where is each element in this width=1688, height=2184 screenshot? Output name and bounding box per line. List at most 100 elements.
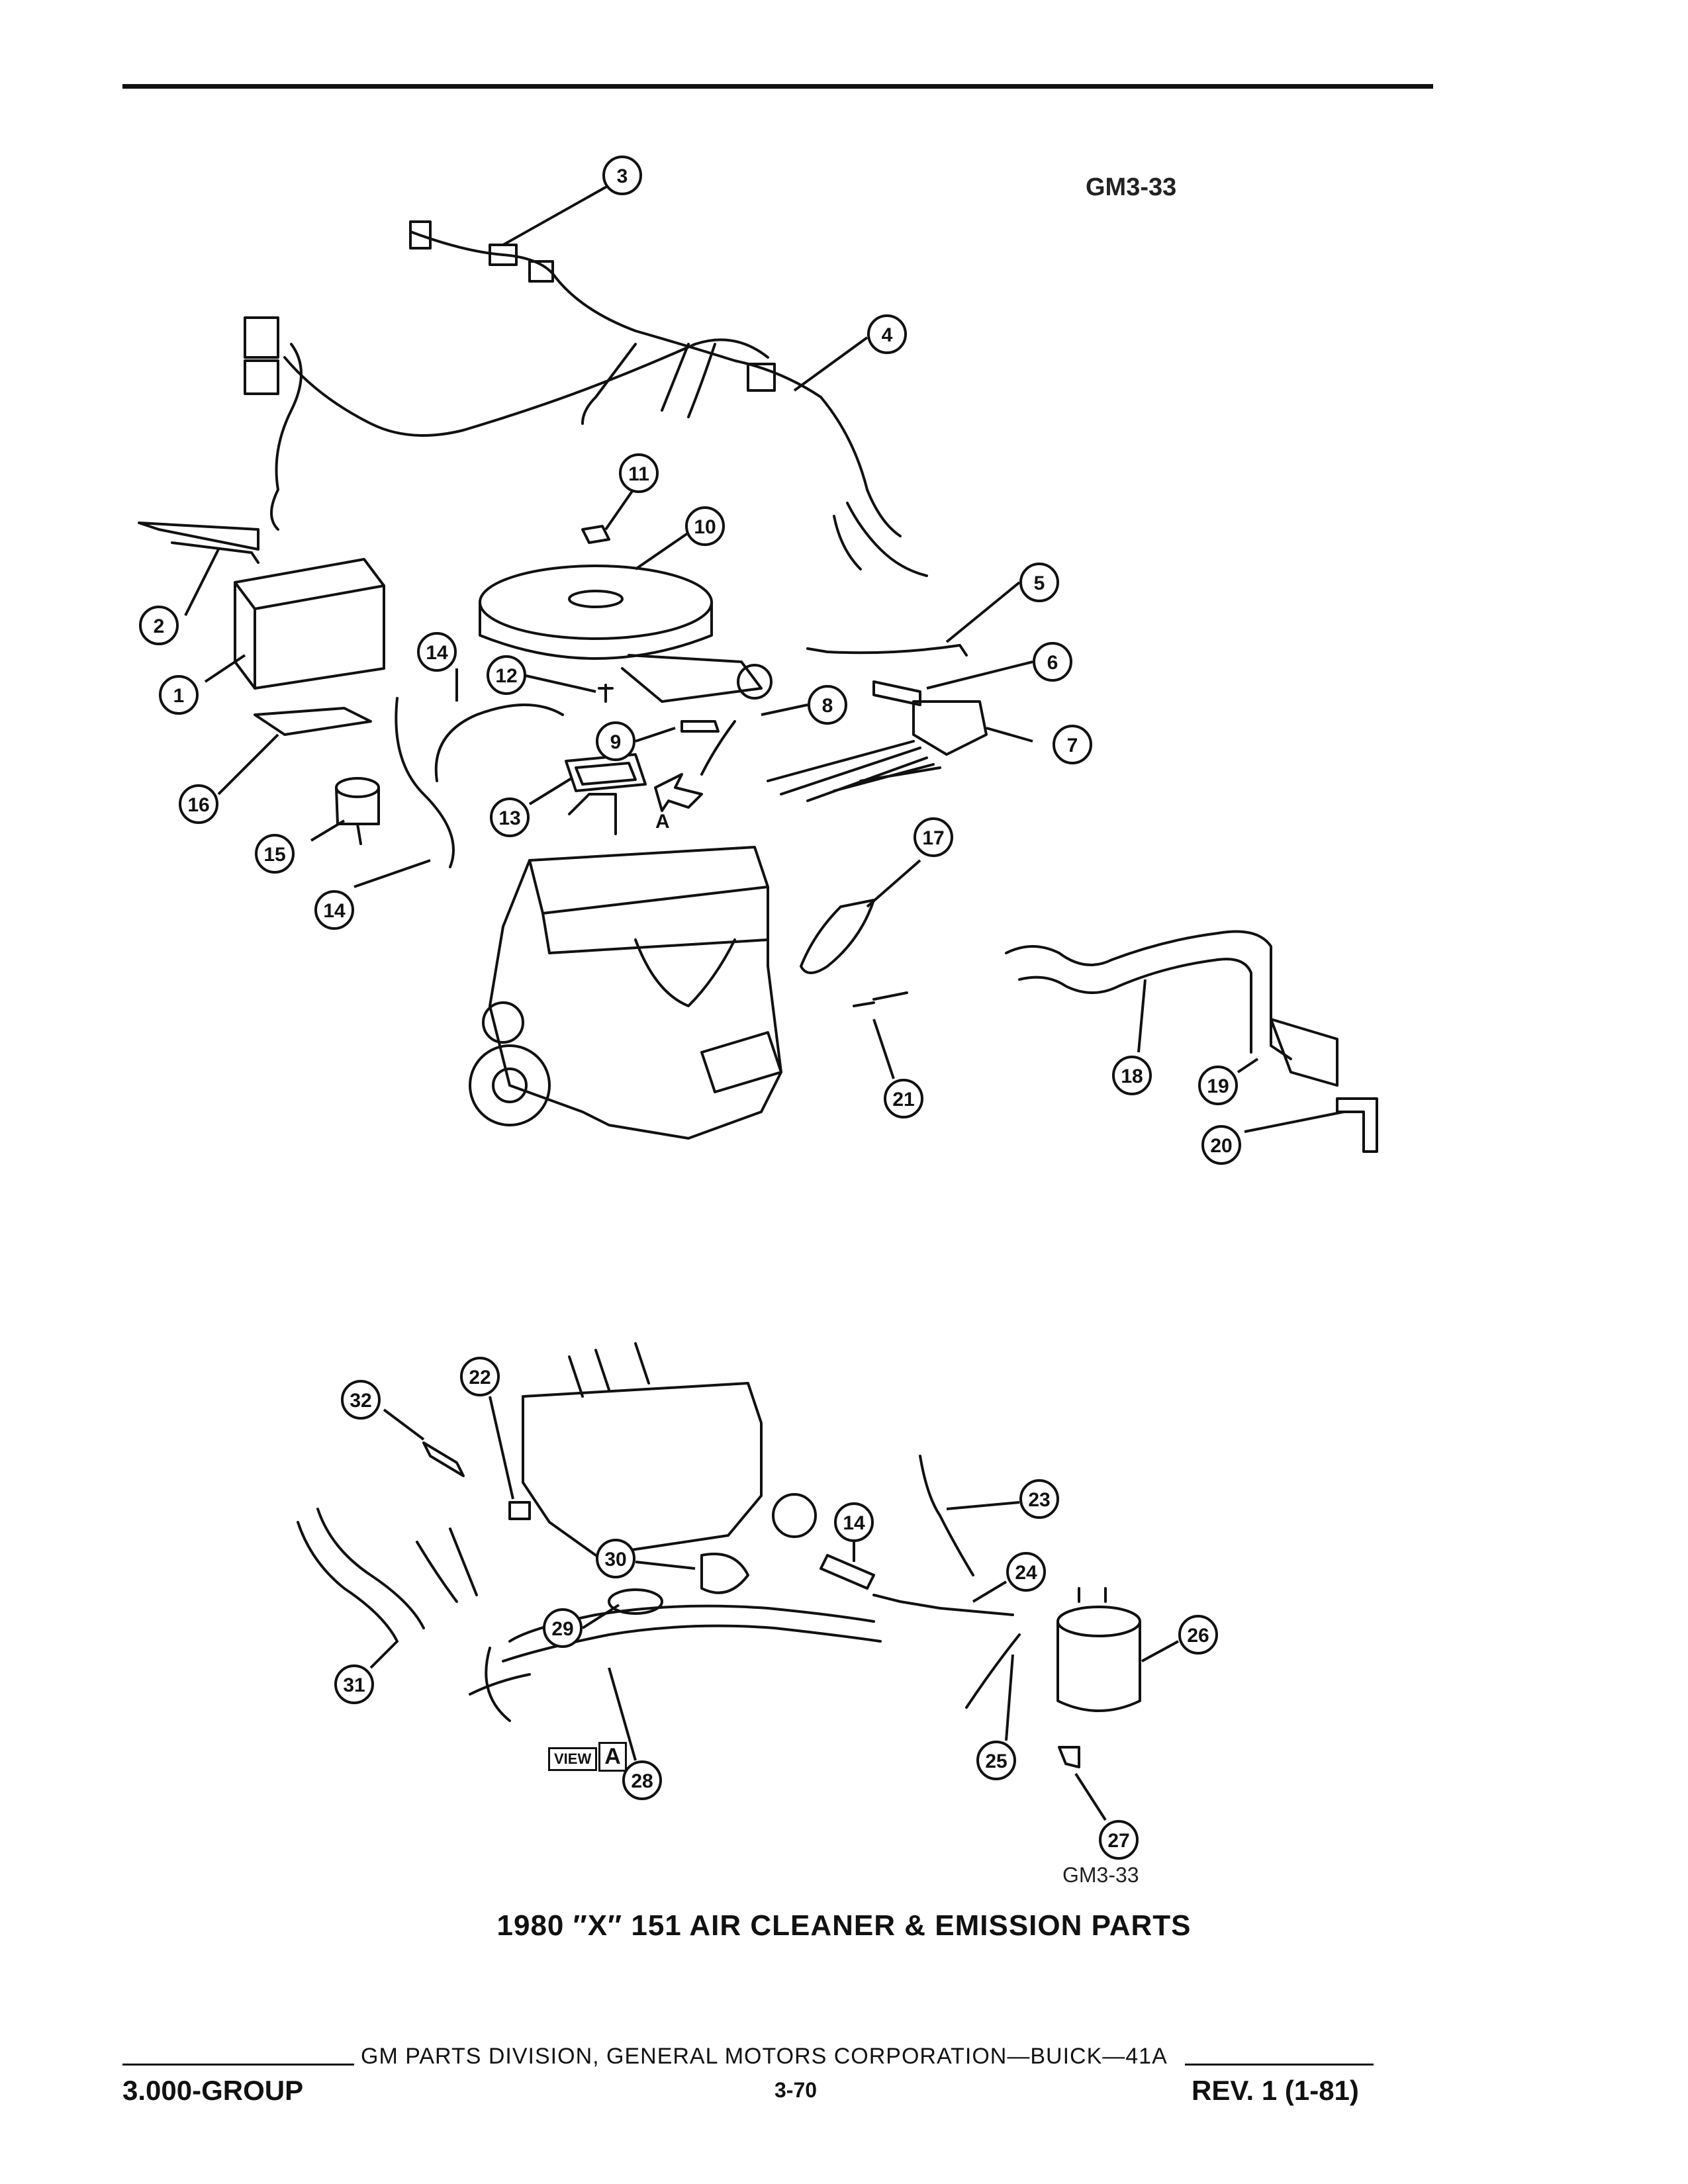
nut-11 <box>581 525 610 544</box>
clip-27 <box>1058 1746 1080 1768</box>
svg-text:15: 15 <box>263 844 285 866</box>
svg-text:31: 31 <box>343 1674 365 1696</box>
svg-text:6: 6 <box>1047 652 1058 674</box>
callout-14b: 14 <box>314 890 354 930</box>
svg-text:19: 19 <box>1207 1075 1229 1097</box>
line-24 <box>872 1594 1014 1616</box>
footer-rule-left <box>122 2064 354 2066</box>
svg-text:2: 2 <box>154 615 165 637</box>
canister-26 <box>1056 1587 1141 1712</box>
svg-text:28: 28 <box>631 1770 653 1792</box>
ecm-module <box>234 558 385 690</box>
gasket-13 <box>565 753 647 792</box>
svg-text:20: 20 <box>1210 1135 1232 1157</box>
svg-text:14: 14 <box>426 642 448 664</box>
callout-9: 9 <box>596 721 635 761</box>
svg-text:18: 18 <box>1121 1066 1143 1087</box>
hose-14-lower <box>820 1554 875 1590</box>
svg-text:17: 17 <box>922 827 944 849</box>
callout-19: 19 <box>1198 1066 1238 1105</box>
callout-11: 11 <box>619 453 659 493</box>
callout-24: 24 <box>1006 1552 1046 1592</box>
svg-text:10: 10 <box>694 516 716 538</box>
sensor-21 <box>853 991 908 1007</box>
callout-30: 30 <box>596 1539 635 1578</box>
callout-2: 2 <box>139 606 179 645</box>
bracket-19 <box>1270 1018 1338 1087</box>
callout-27: 27 <box>1099 1820 1139 1860</box>
svg-text:13: 13 <box>498 807 520 829</box>
callout-14c: 14 <box>834 1502 874 1542</box>
view-label-letter: A <box>598 1742 627 1772</box>
bracket-part <box>138 522 259 564</box>
sensor-32 <box>422 1441 465 1477</box>
footer-division: GM PARTS DIVISION, GENERAL MOTORS CORPOR… <box>361 2044 1168 2069</box>
view-label-prefix: VIEW <box>548 1747 598 1771</box>
valve-7 <box>767 700 988 802</box>
air-duct-18 <box>1005 930 1292 1060</box>
callout-29: 29 <box>543 1608 583 1648</box>
svg-text:32: 32 <box>350 1390 371 1412</box>
valve-30 <box>700 1553 749 1594</box>
gasket-29 <box>608 1588 663 1615</box>
svg-text:12: 12 <box>495 665 517 687</box>
figure-code-bottom: GM3-33 <box>1062 1863 1139 1887</box>
valve-23 <box>919 1455 974 1576</box>
svg-text:5: 5 <box>1034 572 1045 594</box>
callout-7: 7 <box>1053 725 1092 764</box>
callout-10: 10 <box>685 506 725 546</box>
svg-text:26: 26 <box>1187 1625 1209 1647</box>
callout-14a: 14 <box>417 632 457 672</box>
svg-text:23: 23 <box>1028 1489 1050 1511</box>
svg-text:24: 24 <box>1015 1562 1037 1584</box>
callout-1: 1 <box>159 675 199 715</box>
svg-text:9: 9 <box>610 731 622 753</box>
gasket-16 <box>254 707 372 736</box>
callout-4: 4 <box>867 314 907 354</box>
svg-text:3: 3 <box>617 165 628 187</box>
callout-18: 18 <box>1112 1056 1152 1095</box>
callout-25: 25 <box>976 1741 1016 1780</box>
carburetor-view-a <box>522 1342 817 1557</box>
footer-page-number: 3-70 <box>774 2078 818 2102</box>
hose-5 <box>806 644 968 657</box>
view-a-arrow <box>654 773 703 812</box>
callout-28: 28 <box>622 1760 662 1800</box>
callout-8: 8 <box>808 685 847 725</box>
callout-21: 21 <box>884 1079 923 1118</box>
callout-20: 20 <box>1201 1125 1241 1165</box>
callout-22: 22 <box>460 1357 500 1396</box>
callout-17: 17 <box>914 817 953 857</box>
hose-9 <box>680 720 720 733</box>
footer-revision: REV. 1 (1-81) <box>1192 2075 1359 2106</box>
engine-block <box>469 793 782 1140</box>
figure-code-top: GM3-33 <box>1086 173 1177 201</box>
callout-16: 16 <box>179 784 218 824</box>
callout-15: 15 <box>255 834 295 874</box>
hose-8 <box>700 720 736 776</box>
svg-text:21: 21 <box>892 1089 914 1111</box>
callout-6: 6 <box>1033 642 1072 682</box>
callout-3: 3 <box>602 156 642 195</box>
svg-text:30: 30 <box>604 1549 626 1570</box>
fitting-22 <box>508 1501 531 1520</box>
callout-23: 23 <box>1019 1479 1059 1519</box>
svg-text:8: 8 <box>822 695 833 717</box>
svg-text:25: 25 <box>985 1751 1007 1772</box>
svg-text:16: 16 <box>187 794 209 816</box>
hose-14 <box>395 697 455 868</box>
svg-text:14: 14 <box>843 1512 865 1534</box>
callout-5: 5 <box>1019 563 1059 602</box>
callout-32: 32 <box>341 1380 381 1420</box>
bracket-20 <box>1336 1097 1378 1153</box>
svg-text:22: 22 <box>469 1367 491 1388</box>
callout-31: 31 <box>334 1664 374 1704</box>
valve-15 <box>335 777 380 845</box>
svg-text:1: 1 <box>173 685 185 707</box>
svg-text:29: 29 <box>551 1618 573 1640</box>
hose-14b <box>434 704 564 782</box>
svg-text:27: 27 <box>1107 1830 1129 1852</box>
view-a-arrow-label: A <box>655 811 670 833</box>
